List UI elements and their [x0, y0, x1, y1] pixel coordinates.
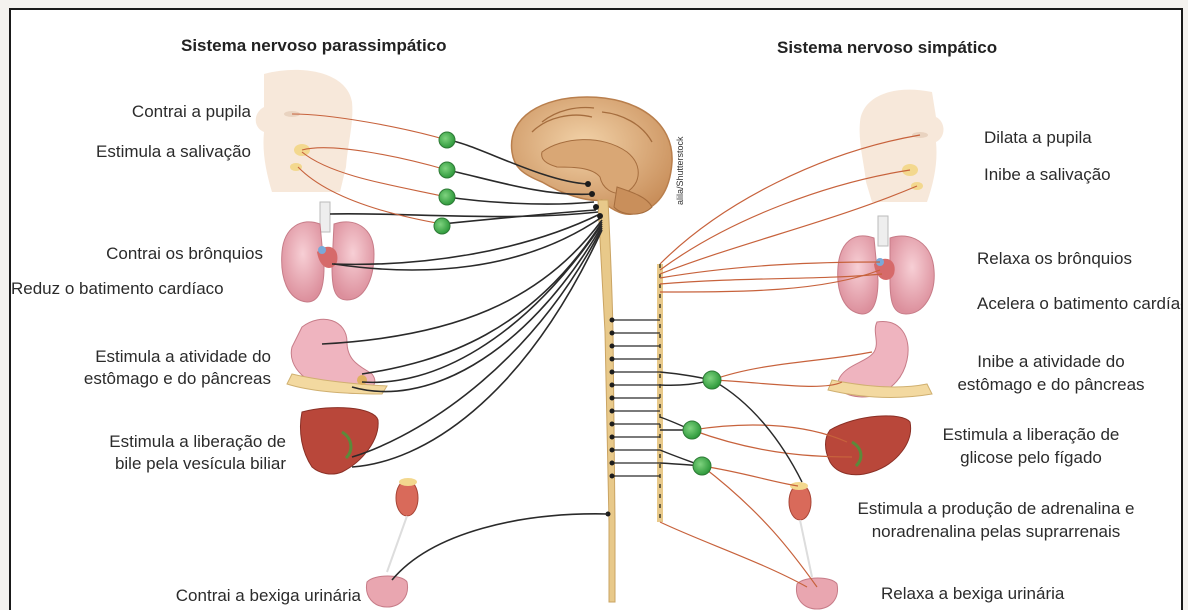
spinal-cord: [598, 200, 615, 602]
right-stomach: [828, 321, 932, 397]
left-liver: [300, 408, 378, 474]
label-estimula-salivacao: Estimula a salivação: [51, 140, 251, 163]
label-adrenalina-1: Estimula a produção de adrenalina e: [851, 497, 1141, 520]
label-inibe-atividade-2: estômago e do pâncreas: [941, 373, 1161, 396]
label-dilata-pupila: Dilata a pupila: [984, 126, 1092, 149]
label-estimula-atividade-2: estômago e do pâncreas: [51, 367, 271, 390]
left-bladder: [366, 576, 407, 607]
title-sympathetic: Sistema nervoso simpático: [777, 38, 997, 58]
right-bladder: [796, 578, 837, 609]
left-kidney: [387, 478, 418, 572]
label-liberacao-bile-1: Estimula a liberação de: [71, 430, 286, 453]
label-liberacao-bile-2: bile pela vesícula biliar: [71, 452, 286, 475]
sympathetic-preganglionic: [660, 372, 802, 482]
left-lungs: [282, 202, 374, 302]
label-inibe-atividade-1: Inibe a atividade do: [951, 350, 1151, 373]
ganglion: [693, 457, 711, 475]
label-acelera-batimento: Acelera o batimento cardíaco: [977, 292, 1183, 315]
label-contrai-pupila: Contrai a pupila: [71, 100, 251, 123]
rami-lines: [612, 320, 660, 476]
label-contrai-bexiga: Contrai a bexiga urinária: [111, 584, 361, 607]
sympathetic-ganglia: [683, 371, 721, 475]
left-face: [256, 70, 353, 192]
ganglion: [703, 371, 721, 389]
ganglion: [439, 162, 455, 178]
label-reduz-batimento: Reduz o batimento cardíaco: [11, 277, 224, 300]
title-parasympathetic: Sistema nervoso parassimpático: [181, 36, 447, 56]
parasympathetic-nerves: [322, 140, 608, 580]
label-adrenalina-2: noradrenalina pelas suprarrenais: [851, 520, 1141, 543]
image-credit: alila/Shutterstock: [675, 136, 685, 205]
label-inibe-salivacao: Inibe a salivação: [984, 163, 1111, 186]
right-kidney: [789, 482, 812, 577]
right-liver: [826, 416, 911, 475]
ganglion: [683, 421, 701, 439]
label-relaxa-bronquios: Relaxa os brônquios: [977, 247, 1132, 270]
ganglion: [434, 218, 450, 234]
label-relaxa-bexiga: Relaxa a bexiga urinária: [881, 582, 1064, 605]
parasympathetic-ganglia: [434, 132, 455, 234]
label-contrai-bronquios: Contrai os brônquios: [31, 242, 263, 265]
label-liberacao-glicose-2: glicose pelo fígado: [936, 446, 1126, 469]
ganglion: [439, 132, 455, 148]
ganglion: [439, 189, 455, 205]
right-lungs: [838, 216, 935, 314]
figure-border: Sistema nervoso parassimpático Sistema n…: [9, 8, 1183, 610]
label-estimula-atividade-1: Estimula a atividade do: [51, 345, 271, 368]
label-liberacao-glicose-1: Estimula a liberação de: [936, 423, 1126, 446]
